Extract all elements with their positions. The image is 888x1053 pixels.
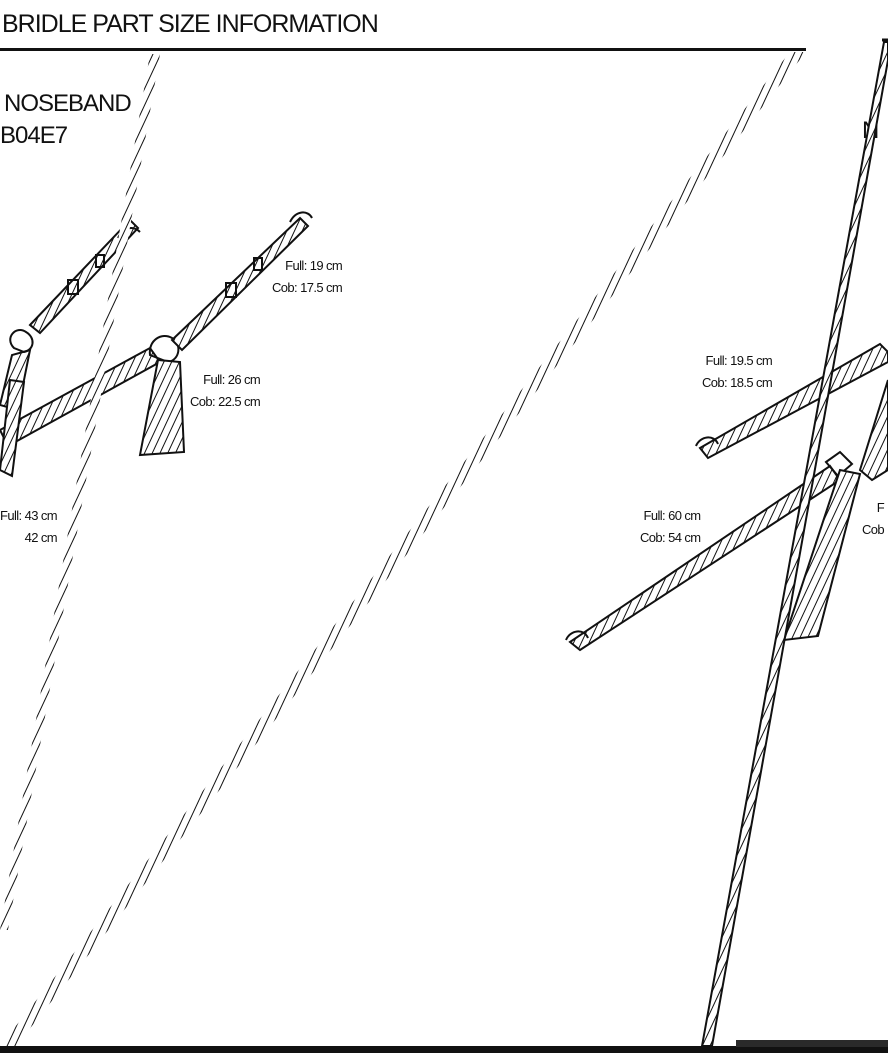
left-part-name: NOSEBAND — [4, 90, 132, 117]
bottom-chip — [736, 1040, 888, 1047]
keeper-4 — [253, 257, 263, 271]
page-heading: BRIDLE PART SIZE INFORMATION — [2, 10, 379, 38]
right-measure-b: Full: 60 cm Cob: 54 cm — [640, 508, 701, 545]
bottom-border — [0, 1046, 888, 1053]
heading-divider — [0, 48, 806, 51]
keeper-2 — [95, 254, 105, 268]
keeper-3 — [225, 282, 237, 298]
right-strap-end-1 — [695, 436, 719, 447]
right-measure-c: F Cob — [862, 500, 885, 537]
right-upper-strap — [698, 342, 888, 460]
keeper-1 — [67, 279, 79, 295]
left-measure-b: Full: 26 cm Cob: 22.5 cm — [190, 372, 261, 409]
long-strap-center — [0, 52, 806, 1046]
buckle-end-2 — [289, 211, 313, 223]
left-measure-a: Full: 19 cm Cob: 17.5 cm — [272, 258, 343, 295]
left-long-strap — [0, 378, 26, 478]
left-part-code: B04E7 — [0, 122, 68, 149]
right-edge-strap — [858, 379, 888, 482]
right-junction — [824, 450, 854, 478]
right-measure-a: Full: 19.5 cm Cob: 18.5 cm — [702, 353, 773, 390]
long-straps — [0, 52, 806, 1046]
left-noseband-drawing — [0, 211, 313, 478]
right-strap-end-2 — [565, 630, 589, 641]
right-noseband-drawing — [565, 41, 888, 1047]
left-measure-c: Full: 43 cm 42 cm — [0, 508, 58, 545]
center-ring — [148, 335, 180, 364]
long-strap-left — [0, 54, 160, 930]
right-drop-strap — [782, 468, 862, 642]
left-drop-strap — [138, 358, 186, 457]
